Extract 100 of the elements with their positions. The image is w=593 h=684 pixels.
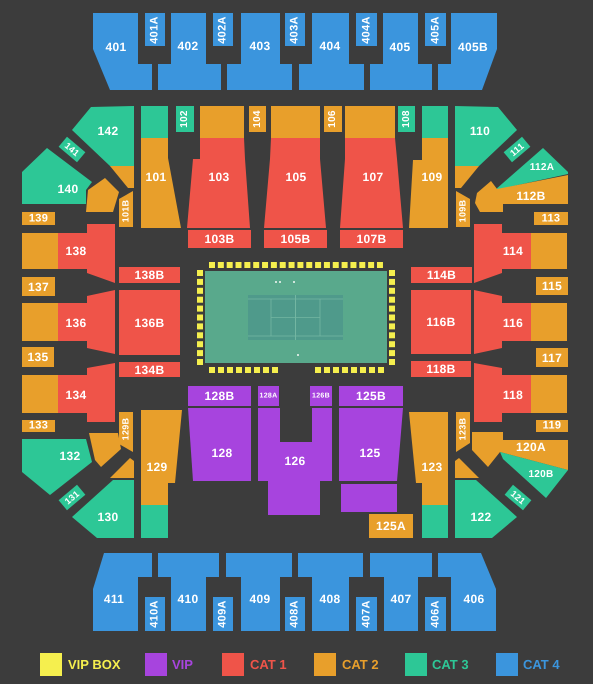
seating-section bbox=[472, 432, 568, 470]
section-number: 136B bbox=[134, 316, 164, 328]
seating-section bbox=[531, 233, 567, 269]
section-number: 408 bbox=[320, 593, 340, 605]
section-number: 103 bbox=[208, 171, 230, 183]
section-number: 123B bbox=[458, 418, 468, 440]
section-number: 402 bbox=[178, 40, 198, 52]
seating-section bbox=[271, 106, 320, 138]
seating-section bbox=[339, 386, 403, 406]
section-number: 138B bbox=[134, 269, 164, 281]
section-number: 402A bbox=[218, 16, 228, 44]
section-number: 411 bbox=[104, 593, 124, 605]
section-number: 116B bbox=[426, 316, 456, 328]
section-number: 407A bbox=[361, 600, 372, 628]
section-number: 105B bbox=[280, 233, 310, 245]
seating-section bbox=[258, 386, 279, 406]
seating-section bbox=[285, 597, 305, 631]
section-number: 112B bbox=[516, 190, 546, 202]
section-number: 141 bbox=[63, 140, 81, 158]
section-number: 111 bbox=[508, 140, 526, 158]
seating-section bbox=[176, 106, 194, 132]
seating-section bbox=[531, 375, 567, 413]
seating-section bbox=[411, 267, 472, 283]
section-number: 404A bbox=[361, 16, 372, 44]
section-number: 133 bbox=[28, 420, 48, 432]
section-number: 109 bbox=[422, 171, 442, 183]
seating-section bbox=[534, 212, 568, 225]
section-number: 103B bbox=[204, 233, 234, 245]
section-number: 410A bbox=[150, 600, 160, 628]
section-number: 132 bbox=[60, 450, 80, 462]
legend-label: VIP BOX bbox=[68, 658, 121, 671]
legend-label: CAT 4 bbox=[523, 658, 560, 671]
section-number: 401 bbox=[106, 41, 126, 53]
seating-section bbox=[119, 267, 180, 283]
seating-section bbox=[324, 106, 342, 132]
seating-section bbox=[504, 484, 532, 510]
seating-section bbox=[58, 290, 115, 354]
section-number: 118 bbox=[502, 389, 524, 401]
section-number: 102 bbox=[180, 110, 190, 128]
seating-section bbox=[474, 290, 531, 354]
seating-section bbox=[119, 362, 180, 377]
section-number: 126 bbox=[284, 455, 306, 467]
seating-section bbox=[58, 363, 115, 422]
section-number: 109B bbox=[458, 200, 468, 222]
section-number: 114B bbox=[426, 269, 456, 281]
legend-label: CAT 3 bbox=[432, 658, 469, 671]
section-number: 113 bbox=[542, 213, 560, 224]
section-number: 116 bbox=[502, 317, 524, 329]
section-number: 125B bbox=[356, 390, 386, 402]
seating-section bbox=[89, 433, 121, 467]
seating-section bbox=[213, 13, 233, 46]
seating-section bbox=[456, 191, 470, 227]
seating-section bbox=[187, 138, 250, 228]
seating-section bbox=[58, 224, 115, 283]
seating-section bbox=[425, 597, 446, 631]
section-number: 104 bbox=[252, 110, 262, 128]
seating-section bbox=[422, 106, 448, 138]
section-number: 114 bbox=[502, 245, 524, 257]
seating-section bbox=[341, 484, 397, 512]
legend-label: VIP bbox=[172, 658, 193, 671]
seating-section bbox=[340, 230, 403, 248]
seating-section bbox=[298, 553, 363, 631]
seating-section bbox=[345, 106, 395, 138]
section-number: 101 bbox=[146, 171, 166, 183]
section-number: 135 bbox=[28, 351, 48, 363]
seating-section bbox=[22, 347, 54, 367]
seating-section bbox=[339, 408, 403, 481]
seating-section bbox=[536, 420, 568, 432]
legend-label: CAT 2 bbox=[342, 658, 379, 671]
seating-section bbox=[264, 230, 327, 248]
seating-section bbox=[340, 138, 403, 228]
seating-section bbox=[58, 484, 86, 510]
seating-section bbox=[141, 106, 168, 138]
section-number: 117 bbox=[542, 352, 562, 364]
seating-section bbox=[411, 361, 471, 377]
seating-section bbox=[213, 597, 233, 631]
section-number: 404 bbox=[320, 40, 340, 52]
section-number: 128B bbox=[204, 390, 234, 402]
section-number: 120B bbox=[528, 470, 554, 480]
seating-section bbox=[119, 191, 133, 227]
seating-section bbox=[119, 412, 133, 452]
seating-section bbox=[141, 138, 181, 228]
section-number: 134B bbox=[134, 364, 164, 376]
seating-section bbox=[475, 175, 568, 212]
seating-section bbox=[145, 13, 165, 46]
section-number: 121 bbox=[509, 488, 527, 506]
section-number: 405A bbox=[430, 16, 441, 44]
seating-section bbox=[370, 553, 432, 631]
section-number: 125 bbox=[360, 447, 380, 459]
seating-section bbox=[22, 375, 58, 413]
seating-section bbox=[369, 514, 413, 538]
section-number: 142 bbox=[98, 125, 118, 137]
section-number: 112A bbox=[530, 163, 554, 173]
section-number: 108 bbox=[402, 110, 412, 128]
seating-section bbox=[22, 212, 55, 225]
seating-section bbox=[145, 597, 165, 631]
section-number: 129 bbox=[146, 461, 168, 473]
seating-section bbox=[398, 106, 415, 132]
seating-section bbox=[200, 106, 244, 138]
seating-section bbox=[188, 230, 251, 248]
